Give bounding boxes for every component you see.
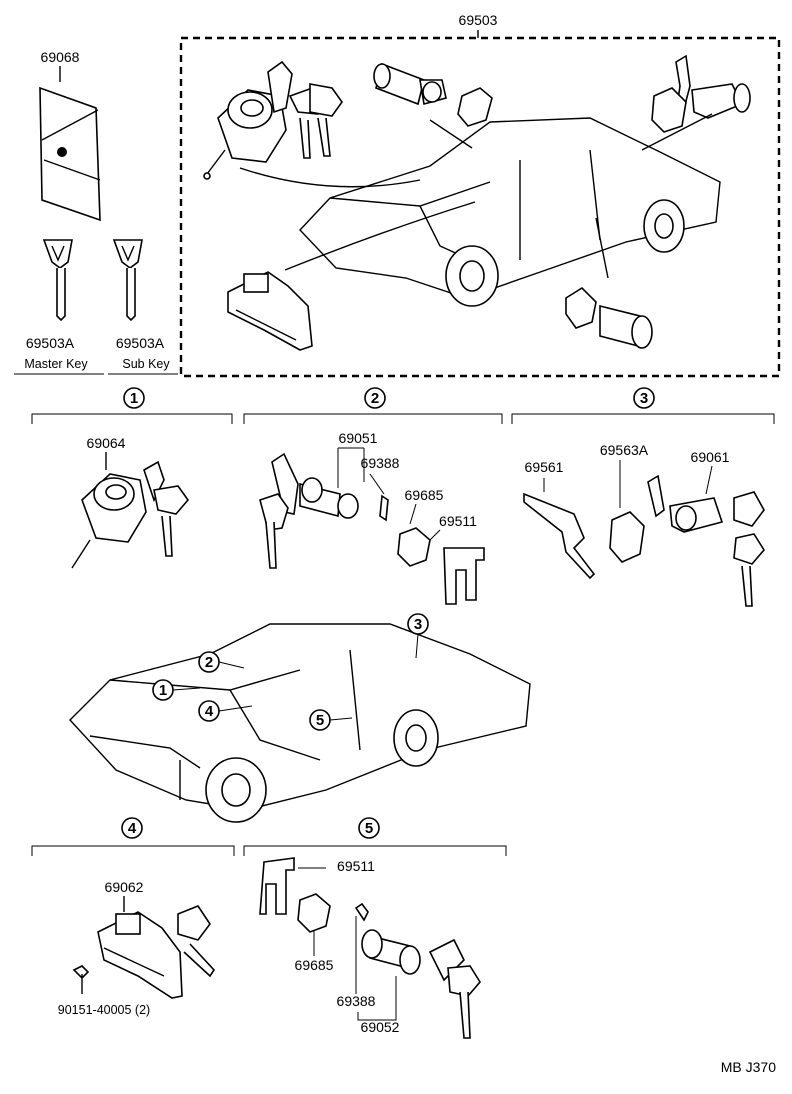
svg-text:2: 2 (205, 654, 213, 671)
label-69064: 69064 (87, 435, 126, 451)
svg-text:1: 1 (130, 390, 138, 407)
label-69561: 69561 (525, 459, 564, 475)
svg-text:3: 3 (414, 616, 422, 633)
group-5-marker (358, 817, 380, 839)
label-master-key-no: 69503A (26, 335, 75, 351)
group-1: 1 69064 (31, 387, 233, 569)
label-master-key: Master Key (24, 357, 88, 371)
group-2-marker (364, 387, 386, 409)
car-location-view: 1 2 3 4 5 (69, 613, 531, 823)
trunk-lock-icon (523, 474, 765, 607)
hood-lock-icon (227, 271, 313, 351)
door-lock-cylinder-icon (373, 62, 493, 127)
label-69563A: 69563A (600, 442, 649, 458)
group-2: 2 69051 69388 69685 69511 (243, 387, 503, 605)
label-69388: 69388 (361, 455, 400, 471)
svg-text:5: 5 (316, 712, 324, 729)
sedan-outline-icon (299, 117, 721, 307)
sub-key-icon (112, 239, 143, 269)
group-3: 3 69561 69563A 69061 (511, 387, 775, 607)
group-3-marker (633, 387, 655, 409)
master-key-icon (42, 239, 73, 269)
group-4-marker (121, 817, 143, 839)
label-69062: 69062 (105, 879, 144, 895)
door-lock-cylinder-icon (259, 857, 481, 1039)
hood-lock-icon (97, 905, 216, 999)
svg-text:2: 2 (371, 390, 379, 407)
arrow-icon (429, 119, 473, 149)
sub-key: 69503A Sub Key (108, 239, 178, 375)
trunk-lock-cylinder-icon (651, 54, 751, 133)
label-69068: 69068 (41, 49, 80, 65)
master-key: 69503A Master Key (14, 239, 104, 375)
group-4: 4 69062 90151-40005 (2) (31, 817, 235, 1017)
svg-text:5: 5 (365, 820, 373, 837)
group-1-marker (123, 387, 145, 409)
group-5: 5 69511 69685 69388 69052 (243, 817, 507, 1039)
arrow-icon (239, 167, 421, 188)
label-69511: 69511 (337, 858, 375, 874)
sedan-outline-icon (69, 623, 531, 811)
svg-text:1: 1 (159, 682, 167, 699)
svg-text:4: 4 (205, 703, 214, 720)
diagram-code: MB J370 (721, 1059, 776, 1075)
arrow-icon (595, 217, 609, 279)
svg-text:4: 4 (128, 820, 137, 837)
label-sub-key-no: 69503A (116, 335, 165, 351)
ignition-cylinder-icon (203, 60, 343, 180)
door-lock-cylinder-icon (259, 452, 485, 605)
label-69061: 69061 (691, 449, 730, 465)
label-sub-key: Sub Key (122, 357, 170, 371)
label-bolt: 90151-40005 (2) (58, 1003, 150, 1017)
label-69511: 69511 (439, 513, 477, 529)
label-69685: 69685 (405, 487, 444, 503)
kit-69503: 69503 (179, 12, 781, 378)
label-69503: 69503 (459, 12, 498, 28)
key-cover-69068: 69068 (39, 49, 101, 222)
label-69051: 69051 (339, 430, 378, 446)
front-door-lock-icon (565, 286, 653, 349)
bolt-icon (72, 965, 90, 994)
svg-text:3: 3 (640, 390, 648, 407)
ignition-switch-icon (71, 460, 190, 569)
key-case-icon (39, 86, 101, 222)
label-69388: 69388 (337, 993, 376, 1009)
label-69052: 69052 (361, 1019, 400, 1035)
label-69685: 69685 (295, 957, 334, 973)
arrow-icon (284, 201, 476, 271)
arrow-icon (641, 113, 713, 151)
